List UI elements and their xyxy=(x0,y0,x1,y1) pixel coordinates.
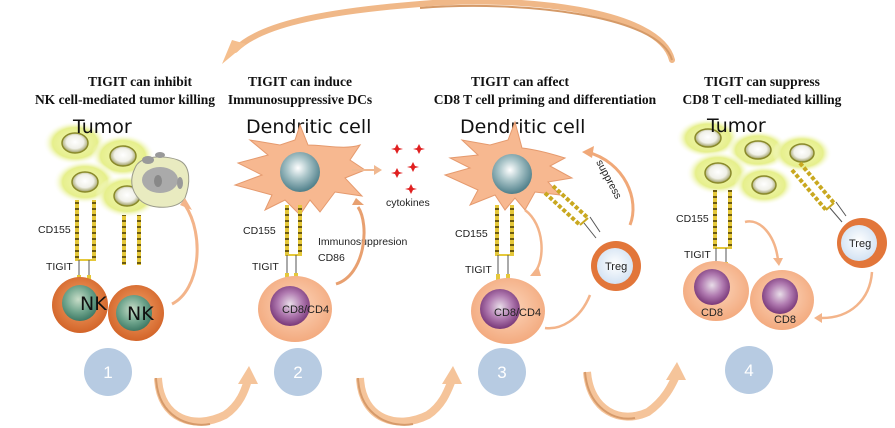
tumor-cells xyxy=(43,121,190,218)
treg-cell: Treg xyxy=(837,218,887,268)
panel-1-nk-killing: TIGIT can inhibit NK cell-mediated tumor… xyxy=(35,74,215,396)
suppress-label: suppress xyxy=(593,158,624,201)
cd155-tigit-complex xyxy=(495,205,514,281)
cd155-tigit-treg-complex xyxy=(790,161,847,223)
cd86-label: CD86 xyxy=(318,252,345,264)
step-number: 4 xyxy=(744,361,753,380)
panel-4-title-line2: CD8 T cell-mediated killing xyxy=(683,92,842,107)
panel-4-heading: Tumor xyxy=(706,115,766,137)
cytokines xyxy=(391,144,425,194)
cd8-activation-arrow xyxy=(744,220,780,261)
nk-cell-label: NK xyxy=(127,303,154,325)
step-badge-3 xyxy=(478,348,526,396)
t-cell-label: CD8/CD4 xyxy=(282,304,329,316)
nk-cell-label: NK xyxy=(80,293,107,315)
panel-4-cd8-killing: TIGIT can suppress CD8 T cell-mediated k… xyxy=(676,74,887,394)
nk-cell: NK xyxy=(52,277,108,333)
cd8-t-cell: CD8 xyxy=(750,270,814,330)
panel-1-title-line2: NK cell-mediated tumor killing xyxy=(35,92,215,107)
panel-3-title-line1: TIGIT can affect xyxy=(471,74,569,89)
panel-2-heading: Dendritic cell xyxy=(246,116,371,138)
cd155-tigit-complex xyxy=(713,190,732,268)
cd8-t-cell: CD8 xyxy=(683,261,749,321)
cd155-tigit-complex xyxy=(285,205,302,280)
panel-2-title-line2: Immunosuppressive DCs xyxy=(228,92,372,107)
cd155-label: CD155 xyxy=(243,225,276,237)
cd8-cell-label: CD8 xyxy=(701,307,723,319)
feedback-arrow xyxy=(335,206,366,286)
panel-3-heading: Dendritic cell xyxy=(460,116,585,138)
panel-4-title-line1: TIGIT can suppress xyxy=(704,74,820,89)
step-badge-1 xyxy=(84,348,132,396)
cd155-tigit-treg-complex xyxy=(543,184,601,239)
priming-arrow xyxy=(524,209,543,273)
cd155-label: CD155 xyxy=(676,213,709,225)
tumor-cells xyxy=(676,118,832,205)
dying-tumor-cell xyxy=(131,152,190,208)
cd155-label: CD155 xyxy=(455,228,488,240)
step-number: 2 xyxy=(293,363,302,382)
treg-cell: Treg xyxy=(591,241,641,291)
tigit-label: TIGIT xyxy=(465,264,492,276)
cycle-return-arrow xyxy=(222,0,675,64)
cd8-cell-label: CD8 xyxy=(774,314,796,326)
treg-cell-label: Treg xyxy=(605,261,627,273)
dendritic-cell xyxy=(443,120,574,211)
treg-cell-label: Treg xyxy=(849,238,871,250)
tigit-label: TIGIT xyxy=(252,261,279,273)
treg-arrow xyxy=(544,294,592,330)
kill-arrow xyxy=(171,204,199,306)
panel-2-immunosuppressive-dcs: TIGIT can induce Immunosuppressive DCs D… xyxy=(228,74,430,396)
step-badge-2 xyxy=(274,348,322,396)
suppress-arrow xyxy=(586,150,635,226)
t-cell: CD8/CD4 xyxy=(258,276,332,342)
step-arrow-3-to-4 xyxy=(583,362,686,421)
cytokines-label: cytokines xyxy=(386,197,430,209)
step-number: 1 xyxy=(103,363,112,382)
tigit-label: TIGIT xyxy=(46,261,73,273)
panel-1-title-line1: TIGIT can inhibit xyxy=(88,74,193,89)
step-arrow-2-to-3 xyxy=(356,366,462,426)
step-number: 3 xyxy=(497,363,506,382)
step-badge-4 xyxy=(725,346,773,394)
panel-3-title-line2: CD8 T cell priming and differentiation xyxy=(434,92,657,107)
t-cell: CD8/CD4 xyxy=(471,278,545,344)
nk-cell: NK xyxy=(108,285,164,341)
t-cell-label: CD8/CD4 xyxy=(494,307,541,319)
dendritic-cell xyxy=(233,123,367,216)
tigit-label: TIGIT xyxy=(684,249,711,261)
treg-suppress-arrow xyxy=(821,271,874,320)
panel-3-cd8-priming: TIGIT can affect CD8 T cell priming and … xyxy=(434,74,657,396)
step-arrow-1-to-2 xyxy=(154,366,258,426)
cd155-label: CD155 xyxy=(38,224,71,236)
panel-1-heading: Tumor xyxy=(72,116,132,138)
panel-2-title-line1: TIGIT can induce xyxy=(248,74,352,89)
